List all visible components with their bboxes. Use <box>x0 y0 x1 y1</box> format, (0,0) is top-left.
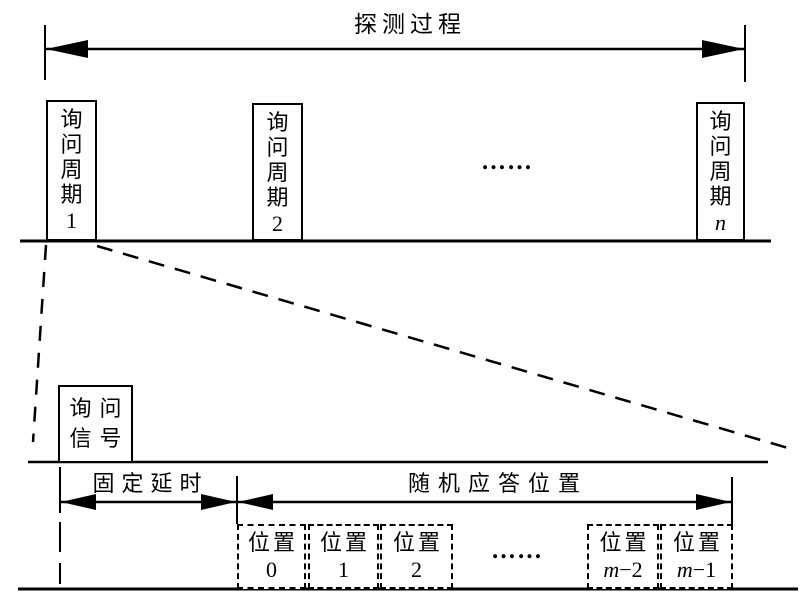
cycle-n-number: n <box>715 210 726 235</box>
slot-m-1-suffix: −1 <box>692 556 717 582</box>
fixed-delay-arrowhead-left <box>61 494 96 510</box>
signal-label-line2: 信号 <box>69 426 130 451</box>
slot-1-label: 位置 <box>319 529 370 555</box>
detection-span-arrowhead-left <box>46 40 88 58</box>
interrogation-cycle-2-box: 询问周期 2 <box>252 103 303 241</box>
cycle-2-number: 2 <box>272 211 283 236</box>
position-slot-2-box: 位置 2 <box>380 524 453 589</box>
interrogation-cycle-n-box: 询问周期 n <box>696 102 745 241</box>
slot-m-2-suffix: −2 <box>619 556 643 582</box>
position-slot-m-1-box: 位置 m−1 <box>660 524 733 589</box>
random-reply-label: 随机应答位置 <box>407 471 588 496</box>
expansion-dash-right <box>96 244 789 450</box>
cycle-1-number: 1 <box>66 208 77 233</box>
fixed-delay-arrowhead-right <box>201 494 236 510</box>
fixed-delay-label: 固定延时 <box>92 471 209 496</box>
cycle-n-label: 询问周期 <box>709 109 732 209</box>
bottom-ellipsis: …… <box>491 537 543 564</box>
position-slot-1-box: 位置 1 <box>308 524 379 589</box>
slot-1-number: 1 <box>338 556 349 582</box>
slot-2-label: 位置 <box>392 529 443 555</box>
signal-label-line1: 询问 <box>69 396 130 421</box>
interrogation-cycle-1-box: 询问周期 1 <box>46 100 97 241</box>
slot-2-number: 2 <box>411 556 422 582</box>
interrogation-signal-box: 询问 信号 <box>58 385 133 463</box>
slot-m-1-number: m−1 <box>677 556 716 584</box>
slot-m-2-variable: m <box>603 556 620 582</box>
diagram-title: 探测过程 <box>354 12 466 37</box>
position-slot-0-box: 位置 0 <box>237 524 306 589</box>
random-reply-arrowhead-left <box>238 494 273 510</box>
cycle-1-label: 询问周期 <box>60 107 83 207</box>
slot-0-number: 0 <box>266 556 277 582</box>
slot-m-1-variable: m <box>676 556 693 582</box>
detection-span-arrowhead-right <box>702 40 744 58</box>
cycle-2-label: 询问周期 <box>266 110 289 210</box>
top-ellipsis: …… <box>481 148 533 175</box>
slot-m-2-label: 位置 <box>599 529 650 555</box>
slot-0-label: 位置 <box>247 529 298 555</box>
slot-m-2-number: m−2 <box>603 556 642 584</box>
slot-m-1-label: 位置 <box>672 529 723 555</box>
random-reply-arrowhead-right <box>696 494 731 510</box>
position-slot-m-2-box: 位置 m−2 <box>587 524 659 589</box>
expansion-dash-left <box>31 244 48 443</box>
